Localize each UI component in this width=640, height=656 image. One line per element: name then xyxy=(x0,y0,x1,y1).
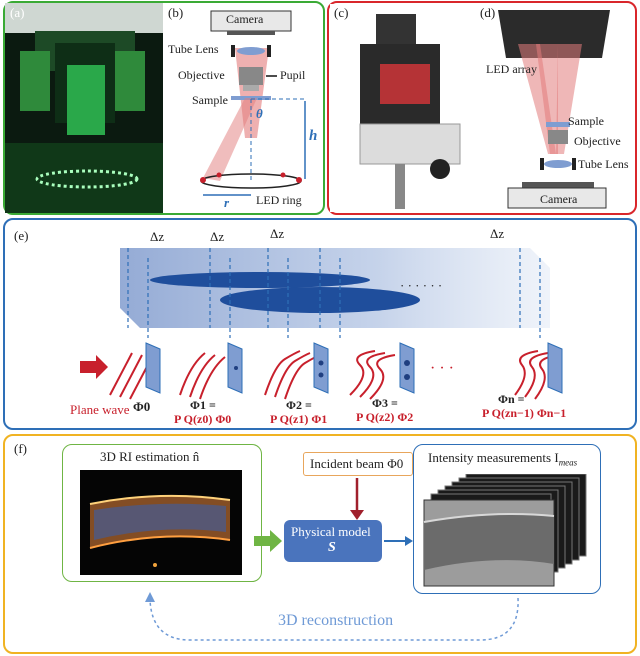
e-dots: · · · · · · xyxy=(400,278,443,293)
panel-c-label: (c) xyxy=(334,5,349,20)
b-objective: Objective xyxy=(178,68,225,82)
panel-a xyxy=(3,1,325,215)
panel-e-volume xyxy=(120,248,550,338)
e-eqn-top: Φn = xyxy=(498,392,525,406)
b-r: r xyxy=(224,195,230,210)
b-camera: Camera xyxy=(226,12,264,26)
f-intensity-stack xyxy=(423,474,587,587)
f-model-line1: Physical model xyxy=(291,524,371,539)
f-intensity-box xyxy=(413,444,601,594)
e-ellipsis: · · · xyxy=(430,360,454,377)
b-theta: θ xyxy=(256,106,263,121)
e-dz-4: Δz xyxy=(490,226,505,241)
f-incident: Incident beam Φ0 xyxy=(310,456,404,471)
e-dz-1: Δz xyxy=(150,229,165,244)
e-eq3-bot: P Q(z2) Φ2 xyxy=(356,410,414,424)
e-eq2-top: Φ2 = xyxy=(286,398,312,412)
b-pupil: Pupil xyxy=(280,68,306,82)
e-eq1-bot: P Q(z0) Φ0 xyxy=(174,412,232,426)
e-eq3-top: Φ3 = xyxy=(372,396,398,410)
d-objective: Objective xyxy=(574,134,621,148)
panel-b-diagram xyxy=(200,10,306,196)
panel-f-label: (f) xyxy=(14,441,27,456)
f-ri-title: 3D RI estimation n̂ xyxy=(100,449,200,464)
panel-d-diagram xyxy=(498,10,610,209)
f-ri-image xyxy=(80,470,242,575)
panel-e-label: (e) xyxy=(14,228,29,243)
f-model-line2: S xyxy=(328,540,336,555)
f-ri-box xyxy=(62,444,262,582)
panel-b-label: (b) xyxy=(168,5,184,20)
panel-a-label: (a) xyxy=(10,5,25,20)
b-h: h xyxy=(309,128,318,144)
f-recon: 3D reconstruction xyxy=(278,612,394,629)
e-dz-2: Δz xyxy=(210,229,225,244)
panel-f xyxy=(3,434,637,654)
panel-c-photo xyxy=(330,4,478,212)
b-led-ring: LED ring xyxy=(256,193,302,207)
panel-a-photo xyxy=(5,3,163,213)
e-phi0: Φ0 xyxy=(133,399,151,414)
b-sample: Sample xyxy=(192,93,228,107)
d-led-array: LED array xyxy=(486,62,537,76)
e-plane-wave: Plane wave xyxy=(70,402,130,417)
panel-d-label: (d) xyxy=(480,5,496,20)
d-sample: Sample xyxy=(568,114,604,128)
d-camera: Camera xyxy=(540,192,578,206)
e-eq1-top: Φ1 = xyxy=(190,398,216,412)
panel-c xyxy=(327,1,637,215)
panel-e xyxy=(3,218,637,430)
e-eqn-bot: P Q(zn−1) Φn−1 xyxy=(482,406,567,420)
d-tube-lens: Tube Lens xyxy=(578,157,629,171)
panel-e-waves xyxy=(80,342,563,400)
f-model-box xyxy=(284,520,382,562)
f-incident-box xyxy=(303,452,413,476)
b-tube-lens: Tube Lens xyxy=(168,42,219,56)
e-eq2-bot: P Q(z1) Φ1 xyxy=(270,412,328,426)
e-dz-3: Δz xyxy=(270,226,285,241)
f-intensity-title: Intensity measurements Imeas xyxy=(428,450,578,468)
